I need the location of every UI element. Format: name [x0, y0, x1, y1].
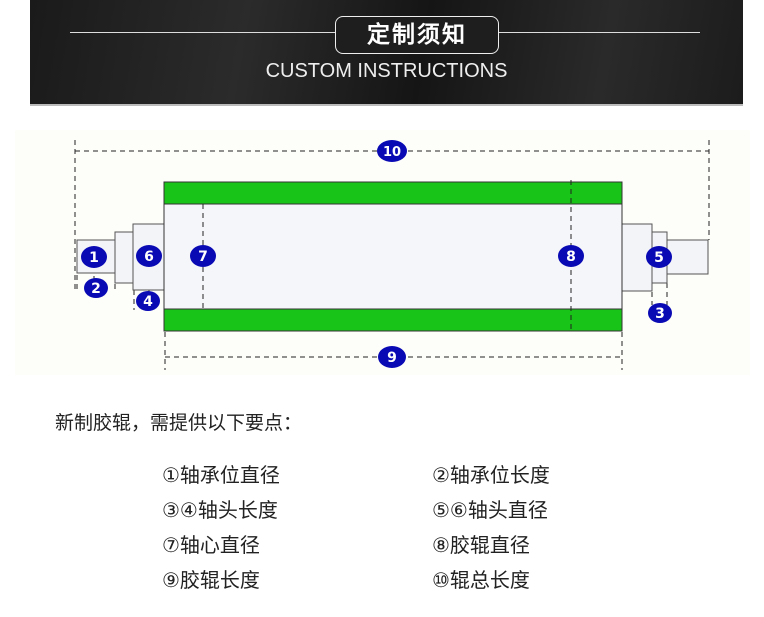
svg-text:7: 7 [198, 249, 208, 265]
svg-text:8: 8 [566, 249, 576, 265]
roller-core [163, 203, 623, 310]
page-subtitle: CUSTOM INSTRUCTIONS [265, 60, 508, 82]
page-title: 定制须知 [335, 16, 499, 54]
svg-text:4: 4 [143, 294, 153, 310]
roller-diagram-svg: 1 2 3 4 5 6 7 8 9 10 [74, 140, 710, 370]
svg-text:2: 2 [91, 281, 101, 297]
requirement-item: ③④轴头长度 [162, 498, 278, 522]
svg-text:3: 3 [655, 306, 665, 322]
requirement-item: ⑩辊总长度 [432, 568, 530, 592]
rubber-bottom [163, 308, 623, 332]
requirement-item: ⑦轴心直径 [162, 533, 260, 557]
badge-2: 2 [84, 278, 108, 298]
rubber-top [163, 181, 623, 205]
svg-text:1: 1 [89, 250, 99, 266]
badge-4: 4 [136, 291, 160, 311]
badge-9: 9 [378, 346, 406, 368]
badge-10: 10 [377, 140, 407, 162]
badge-8: 8 [558, 245, 584, 267]
badge-3: 3 [648, 303, 672, 323]
badge-6: 6 [136, 245, 162, 267]
svg-text:6: 6 [144, 249, 154, 265]
requirement-item: ⑨胶辊长度 [162, 568, 260, 592]
badge-1: 1 [81, 246, 107, 268]
intro-text: 新制胶辊，需提供以下要点： [55, 412, 303, 434]
requirement-item: ①轴承位直径 [162, 463, 280, 487]
requirement-item: ⑤⑥轴头直径 [432, 498, 548, 522]
header-banner: 定制须知 CUSTOM INSTRUCTIONS [30, 0, 743, 106]
svg-text:10: 10 [383, 145, 401, 160]
badge-7: 7 [190, 245, 216, 267]
svg-text:9: 9 [387, 350, 397, 366]
badge-5: 5 [646, 246, 672, 268]
divider [468, 32, 700, 33]
requirement-item: ②轴承位长度 [432, 463, 550, 487]
divider [70, 32, 342, 33]
svg-text:5: 5 [654, 250, 664, 266]
requirement-item: ⑧胶辊直径 [432, 533, 530, 557]
